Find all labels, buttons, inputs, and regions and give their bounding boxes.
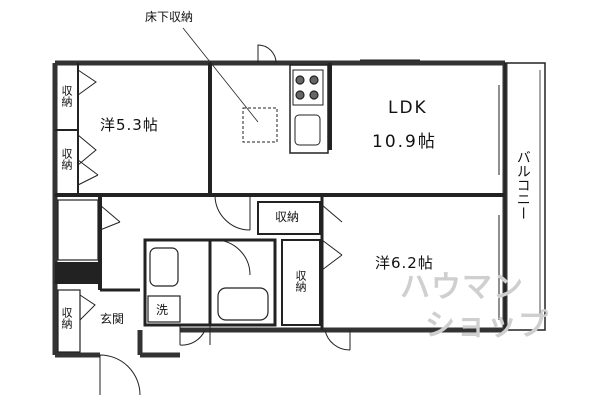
washer-label: 洗 (156, 303, 169, 317)
kitchen-counter (289, 64, 329, 154)
bathroom (208, 238, 277, 327)
storage-label-4: 収納 (275, 210, 300, 224)
storage-label-2: 収納 (60, 148, 73, 170)
burner-3 (295, 90, 305, 100)
ldk-size: 10.9帖 (372, 132, 437, 152)
door-storage-1 (77, 69, 97, 96)
kitchen-sink (294, 114, 321, 146)
underfloor-storage (242, 107, 278, 143)
stove (292, 69, 324, 106)
storage-box-mid (257, 201, 321, 235)
door-washroom (179, 325, 211, 346)
door-west-room (77, 159, 99, 186)
entrance-storage (57, 289, 81, 353)
outer-wall (52, 60, 508, 358)
burner-2 (309, 75, 319, 85)
east-room-label: 洋6.2帖 (375, 254, 434, 272)
door-east-room (321, 204, 343, 271)
storage-label-1: 収納 (60, 85, 73, 107)
bathtub (217, 287, 269, 321)
black-column (55, 262, 100, 284)
door-top (257, 44, 277, 64)
door-east-room-bottom (324, 329, 351, 351)
storage-label-3: 収納 (60, 307, 73, 329)
sink (149, 247, 179, 287)
door-storage-2 (77, 134, 97, 166)
front-door (99, 354, 141, 396)
door-toilet (99, 204, 121, 231)
washer-space (147, 295, 181, 323)
burner-1 (295, 75, 305, 85)
west-room-label: 洋5.3帖 (100, 116, 159, 134)
entrance-label: 玄関 (100, 312, 125, 326)
door-bath (214, 239, 251, 276)
storage-label-5: 収納 (294, 270, 307, 292)
burner-4 (309, 90, 319, 100)
ldk-title: LDK (388, 98, 428, 118)
underfloor-leader (182, 27, 259, 123)
toilet-room (57, 199, 99, 261)
watermark-line-1: ハウマン (400, 270, 524, 305)
watermark-line-2: ショップ (425, 308, 549, 343)
door-entrance-storage (79, 294, 96, 321)
balcony-label: バルコニー (514, 150, 531, 220)
underfloor-storage-label: 床下収納 (145, 10, 194, 24)
storage-box-tall (281, 239, 321, 326)
door-ldk (214, 194, 251, 231)
